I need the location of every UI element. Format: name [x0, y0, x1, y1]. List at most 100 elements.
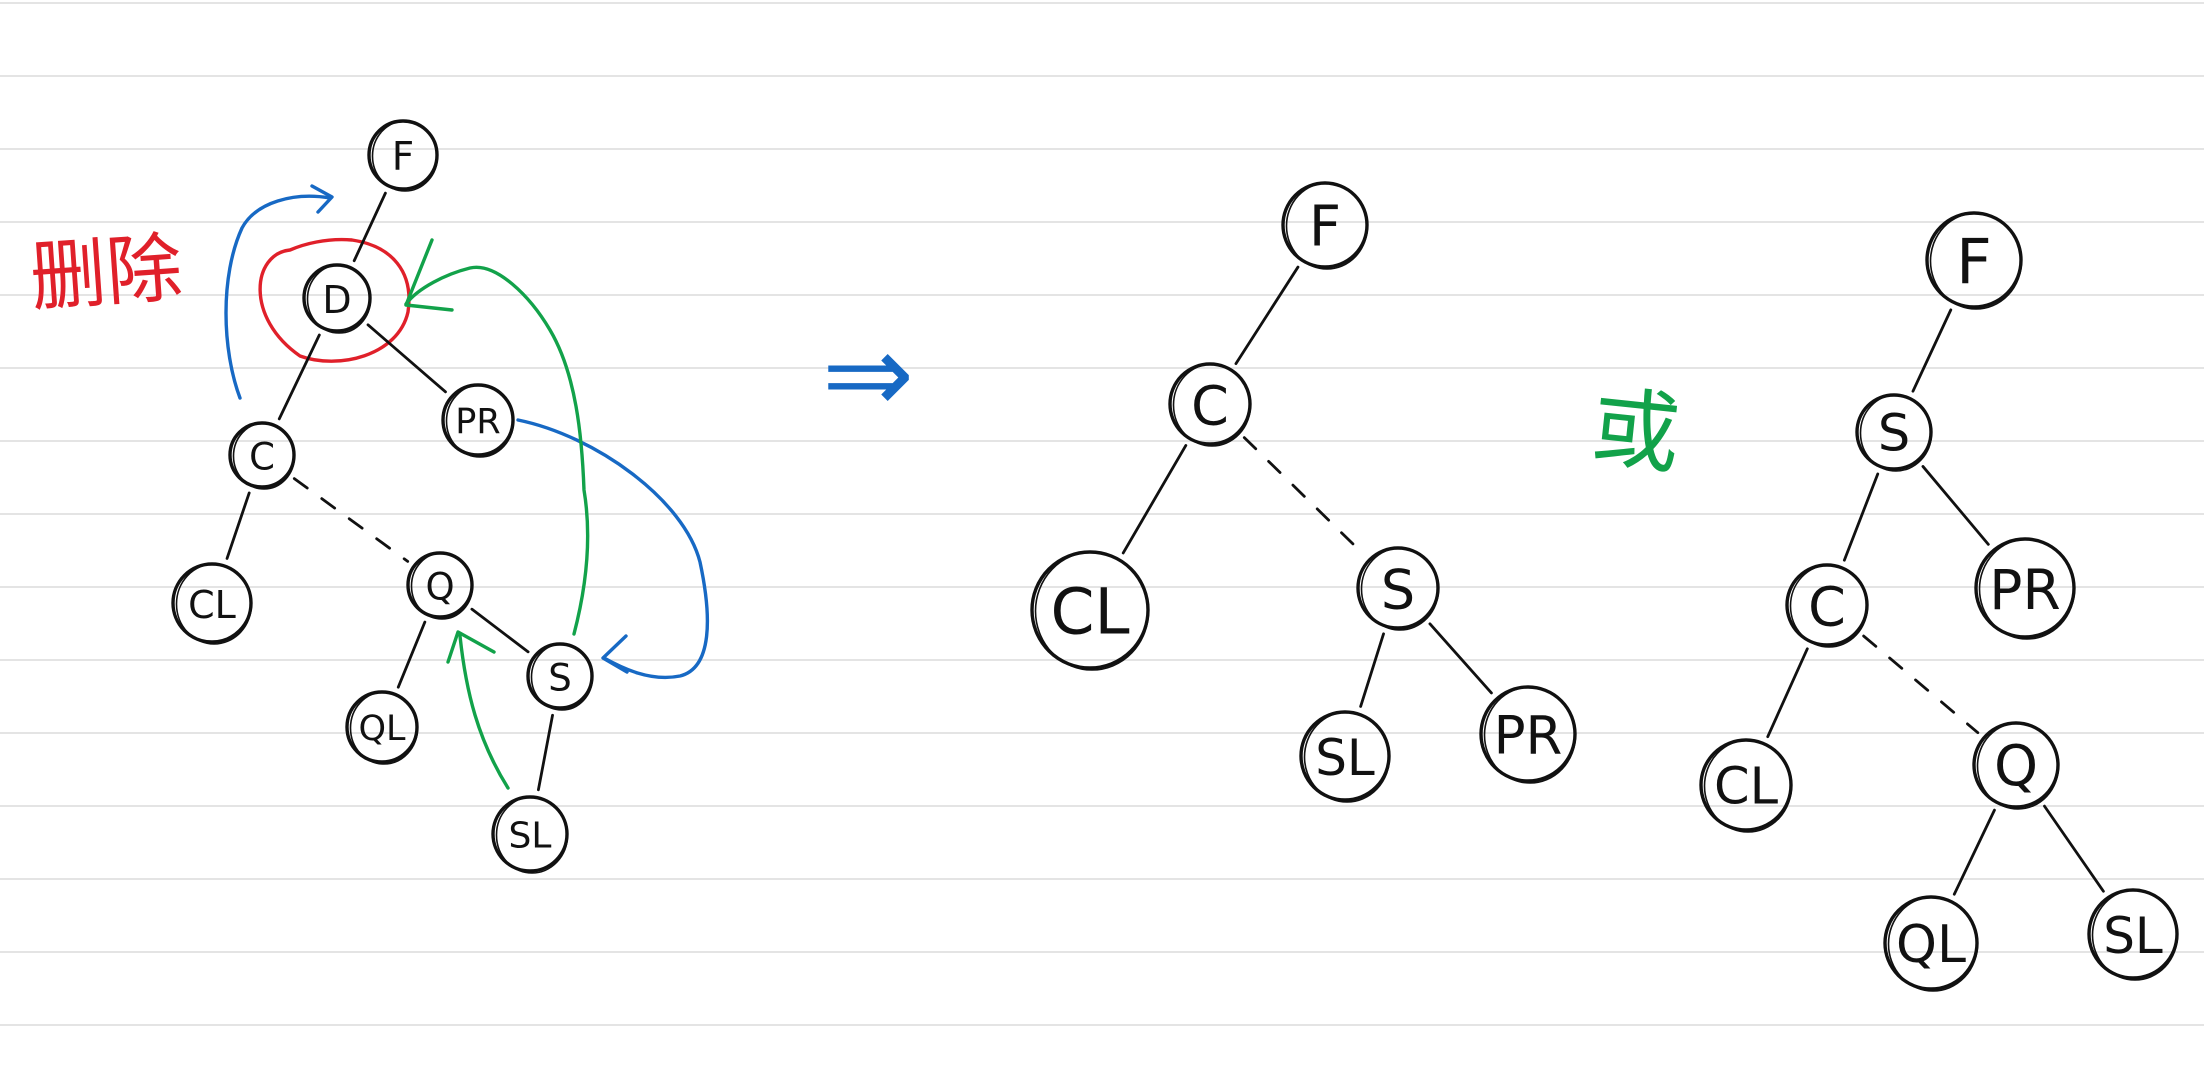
edge-q-s [470, 607, 530, 654]
tree-node-q: Q [1972, 721, 2060, 810]
edge-f-s [1911, 308, 1953, 393]
tree-node-cl: CL [1699, 738, 1793, 833]
tree-node-f: F [1925, 211, 2023, 310]
edge-c-q [292, 477, 410, 563]
node-label: S [1381, 559, 1415, 622]
tree-node-pr: PR [441, 383, 515, 458]
edge-d-c [277, 333, 321, 421]
implies-arrow-symbol: ⇒ [822, 310, 914, 438]
tree-node-f: F [367, 119, 439, 192]
node-circle-sketch [2091, 889, 2179, 981]
node-label: C [1191, 375, 1229, 438]
tree-node-ql: QL [1883, 895, 1979, 992]
edge-c-cl [225, 491, 251, 560]
tree-node-d: D [302, 263, 372, 334]
node-circle-sketch [232, 422, 296, 490]
node-circle-sketch [1285, 182, 1369, 270]
node-circle-sketch [410, 552, 474, 620]
tree-node-sl: SL [491, 795, 569, 874]
node-label: D [322, 278, 351, 322]
tree-node-sl: SL [2087, 888, 2179, 981]
edge-d-pr [366, 323, 447, 394]
node-circle-sketch [445, 384, 515, 458]
tree-after-2: F S C PR CL Q QL SL [1699, 211, 2179, 992]
node-label: C [249, 436, 275, 479]
edge-s-sl [536, 713, 554, 792]
green-arrow-s-to-d [404, 265, 590, 636]
tree-node-cl: CL [1030, 550, 1150, 671]
edge-s-pr [1428, 622, 1493, 695]
node-circle-sketch [530, 643, 594, 711]
tree-node-c: C [1168, 362, 1252, 447]
node-circle-sketch [495, 796, 569, 874]
node-label: SL [2103, 907, 2163, 965]
node-label: S [1878, 405, 1910, 464]
node-circle-sketch [1789, 564, 1869, 648]
edge-f-d [352, 191, 387, 263]
node-label: F [1309, 195, 1341, 260]
tree-node-q: Q [406, 551, 474, 620]
node-circle-sketch [1887, 896, 1979, 992]
node-circle-sketch [1360, 547, 1440, 631]
blue-arrow-pr-to-s [516, 418, 710, 680]
tree-node-s: S [1356, 546, 1440, 631]
node-circle-sketch [1034, 551, 1150, 671]
node-circle-sketch [1859, 394, 1933, 472]
tree-node-f: F [1281, 181, 1369, 270]
edge-q-ql [1952, 808, 1996, 896]
node-circle-sketch [371, 120, 439, 192]
node-circle-sketch [1929, 212, 2023, 310]
edge-q-ql [396, 620, 427, 689]
green-arrow-sl-to-q-head [446, 630, 496, 664]
node-circle-sketch [1976, 722, 2060, 810]
tree-node-ql: QL [345, 690, 419, 765]
tree-node-c: C [228, 421, 296, 490]
node-label: PR [455, 402, 500, 442]
tree-node-s: S [1855, 393, 1933, 472]
node-circle-sketch [1303, 711, 1391, 803]
or-annotation-label: 或 [1587, 375, 1685, 487]
edge-c-cl [1121, 444, 1188, 555]
node-circle-sketch [1483, 686, 1577, 784]
node-label: C [1808, 576, 1846, 639]
green-arrow-sl-to-q [458, 634, 510, 790]
tree-before: F D C PR CL Q QL S SL [171, 119, 594, 874]
node-circle-sketch [1978, 538, 2076, 640]
node-label: PR [1989, 558, 2060, 622]
tree-node-cl: CL [171, 562, 253, 645]
blue-arrow-pr-to-s-head [601, 634, 629, 674]
node-circle-sketch [175, 563, 253, 645]
node-label: QL [1896, 915, 1966, 975]
node-label: CL [1714, 758, 1779, 817]
node-label: S [548, 657, 572, 700]
tree-node-pr: PR [1479, 685, 1577, 784]
text-annotations: 删除 或 ⇒ [27, 223, 1685, 487]
tree-node-s: S [526, 642, 594, 711]
node-circle-sketch [306, 264, 372, 334]
node-label: F [1956, 226, 1992, 299]
node-circle-sketch [349, 691, 419, 765]
node-label: CL [188, 583, 236, 627]
red-delete-circle [258, 237, 411, 363]
edge-f-c [1234, 265, 1300, 366]
node-label: PR [1494, 706, 1563, 767]
edge-q-sl [2043, 804, 2105, 893]
node-circle-sketch [1703, 739, 1793, 833]
node-label: QL [358, 709, 406, 749]
node-label: Q [1994, 735, 2038, 800]
edge-c-cl [1766, 647, 1809, 739]
green-arrow-s-to-d-head [404, 238, 454, 312]
notebook-ruled-lines [0, 2, 2204, 1026]
blue-arrow-up [224, 194, 332, 400]
edge-s-c [1842, 472, 1880, 562]
blue-arrow-up-head [310, 184, 334, 214]
delete-annotation-label: 删除 [27, 223, 185, 322]
node-label: F [392, 135, 414, 180]
node-label: CL [1050, 576, 1129, 649]
edge-c-s [1242, 436, 1366, 556]
tree-node-pr: PR [1974, 537, 2076, 640]
color-annotations [224, 184, 710, 790]
